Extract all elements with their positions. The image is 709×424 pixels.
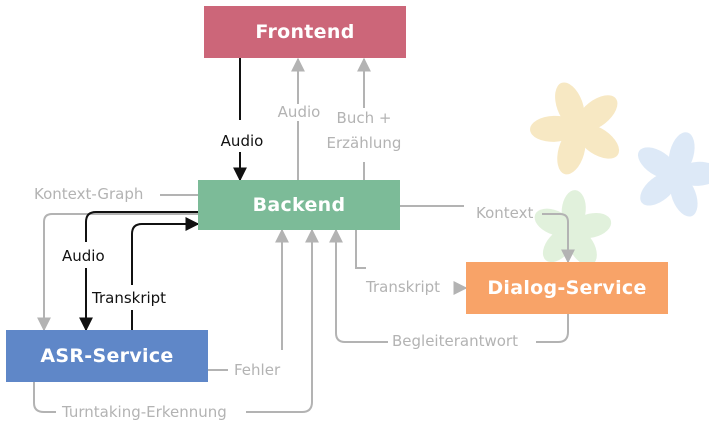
dialog-service-box: Dialog-Service [466, 262, 668, 314]
label-transkript-to-dialog: Transkript [366, 278, 441, 296]
arrow-transkript-to-backend [131, 224, 198, 330]
arrow-kontext-graph-to-asr [37, 213, 198, 332]
arrow-audio-to-asr [86, 211, 198, 330]
dialog-service-label: Dialog-Service [487, 277, 647, 299]
label-buch-line1: Buch + [330, 110, 398, 127]
label-transkript-to-backend: Transkript [92, 289, 167, 307]
backend-box: Backend [198, 180, 400, 230]
flower-icon [530, 82, 620, 175]
asr-service-label: ASR-Service [40, 345, 174, 367]
label-turntaking: Turntaking-Erkennung [62, 403, 227, 421]
label-kontext: Kontext [476, 204, 534, 222]
arrow-turntaking-to-backend [33, 230, 312, 413]
label-audio-to-asr: Audio [62, 247, 105, 265]
arrow-fehler-to-backend [208, 230, 282, 371]
label-audio-to-frontend: Audio [275, 104, 323, 121]
label-buch-line2: Erzählung [320, 135, 408, 152]
label-kontext-graph: Kontext-Graph [34, 185, 144, 203]
label-fehler: Fehler [234, 361, 281, 379]
backend-label: Backend [252, 194, 346, 216]
arrow-kontext-to-dialog [400, 205, 568, 262]
frontend-label: Frontend [255, 21, 355, 43]
arrow-transkript-to-dialog [355, 230, 466, 288]
asr-service-box: ASR-Service [6, 330, 208, 382]
label-begleiterantwort: Begleiterantwort [392, 332, 518, 350]
frontend-box: Frontend [204, 6, 406, 58]
arrow-begleiterantwort-to-backend [336, 230, 569, 343]
flower-icon [637, 132, 709, 217]
label-audio-to-backend: Audio [218, 133, 266, 150]
flower-icon [534, 190, 612, 266]
